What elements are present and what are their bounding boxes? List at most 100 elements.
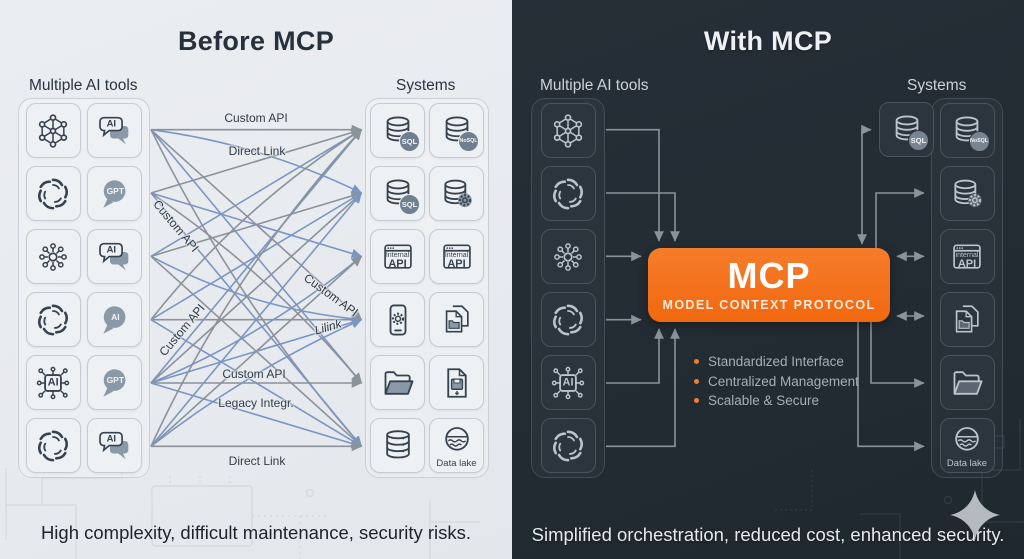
tile-lake: Data lake [939, 418, 995, 473]
benefit-text: Scalable & Secure [708, 393, 820, 409]
tile-docs [939, 292, 995, 347]
tile-db: SQL [879, 102, 934, 157]
openai-icon [548, 174, 588, 214]
file-save-icon [437, 363, 477, 403]
phone-gear-icon [378, 300, 418, 340]
tile-db: NoSQL [939, 103, 995, 158]
chat-bubbles-icon [95, 237, 135, 277]
tile-db: SQL [370, 103, 425, 158]
db-stack-icon [378, 426, 418, 466]
with-tools-label: Multiple AI tools [540, 77, 649, 94]
bullet-dot [694, 398, 699, 404]
edge-label: Direct Link [228, 144, 286, 158]
badge-label: NoSQL [968, 131, 990, 152]
tile-chip: AI [540, 355, 596, 410]
folder-icon [378, 363, 418, 403]
bullet-dot [694, 378, 699, 384]
openai-icon [33, 174, 73, 214]
tile-speech-bubble: AI [87, 292, 143, 347]
tile-openai [25, 418, 81, 473]
openai-icon [33, 426, 73, 466]
icon-text: AI [111, 311, 120, 322]
tile-speech-bubble: GPT [87, 166, 143, 221]
icon-text: AI [47, 375, 59, 388]
benefit-item: Standardized Interface [694, 352, 859, 372]
before-panel: Before MCP Multiple AI tools Systems AI G… [0, 0, 512, 559]
icon-text: Internal [444, 252, 469, 259]
before-tools-panel: AI GPT AI AI AI GPT AI [18, 98, 150, 478]
bullet-dot [694, 359, 699, 365]
tile-neural [540, 103, 596, 158]
tile-file-save [429, 355, 484, 410]
tile-openai [25, 292, 81, 347]
badge-label: SQL [908, 130, 929, 151]
db-gear-icon [437, 174, 477, 214]
benefit-item: Centralized Management [694, 372, 859, 392]
docs-icon [947, 300, 987, 340]
tile-hub [540, 229, 596, 284]
icon-text: API [447, 258, 466, 270]
before-caption: High complexity, difficult maintenance, … [40, 522, 472, 543]
tile-chip: AI [25, 355, 81, 410]
openai-icon [548, 426, 588, 466]
benefit-item: Scalable & Secure [694, 391, 859, 411]
tile-phone-gear [370, 292, 425, 347]
chat-bubbles-icon [95, 426, 135, 466]
edge-label: Direct Link [228, 454, 286, 468]
sparkle-icon [950, 490, 1000, 540]
tile-openai [540, 418, 596, 473]
with-tools-panel: AI [531, 98, 605, 478]
icon-text: AI [106, 118, 117, 130]
docs-icon [437, 300, 477, 340]
icon-text: GPT [106, 185, 125, 196]
tile-openai [25, 166, 81, 221]
badge-label: SQL [399, 194, 420, 215]
tile-openai [540, 166, 596, 221]
badge-label: NoSQL [458, 131, 479, 152]
mcp-benefits-list: Standardized Interface Centralized Manag… [694, 352, 859, 411]
tile-lake: Data lake [429, 418, 484, 473]
tile-db-gear [429, 166, 484, 221]
chat-bubbles-icon [95, 111, 135, 151]
mcp-subtitle: MODEL CONTEXT PROTOCOL [662, 298, 876, 312]
tile-db-stack [370, 418, 425, 473]
tile-db: SQL [370, 166, 425, 221]
edge-label: Custom API [222, 367, 286, 381]
edge-label: Legacy Integr. [218, 396, 294, 410]
icon-text: internal [955, 252, 979, 259]
neural-icon [548, 111, 588, 151]
before-systems-label: Systems [396, 77, 456, 94]
tile-neural [25, 103, 81, 158]
before-tools-label: Multiple AI tools [29, 77, 138, 94]
tile-chat-bubbles: AI [87, 229, 143, 284]
icon-text: AI [106, 433, 117, 445]
tile-folder [370, 355, 425, 410]
tile-db: NoSQL [429, 103, 484, 158]
benefit-text: Standardized Interface [708, 354, 844, 370]
icon-text: AI [562, 375, 574, 388]
icon-text: API [388, 258, 407, 270]
tile-docs [429, 292, 484, 347]
mcp-box: MCP MODEL CONTEXT PROTOCOL [648, 248, 890, 322]
with-systems-label: Systems [907, 77, 967, 94]
badge-label: SQL [399, 131, 420, 152]
tile-label: Data lake [946, 457, 988, 469]
with-title: With MCP [703, 26, 833, 56]
tile-label: Data lake [436, 457, 477, 469]
tile-folder [939, 355, 995, 410]
tile-chat-bubbles: AI [87, 418, 143, 473]
openai-icon [33, 300, 73, 340]
openai-icon [548, 300, 588, 340]
with-extra-sql-tile: SQL [879, 102, 934, 157]
folder-icon [947, 363, 987, 403]
icon-text: Internal [385, 252, 410, 259]
benefit-text: Centralized Management [708, 373, 859, 389]
icon-text: GPT [106, 374, 125, 385]
before-title: Before MCP [177, 26, 335, 56]
